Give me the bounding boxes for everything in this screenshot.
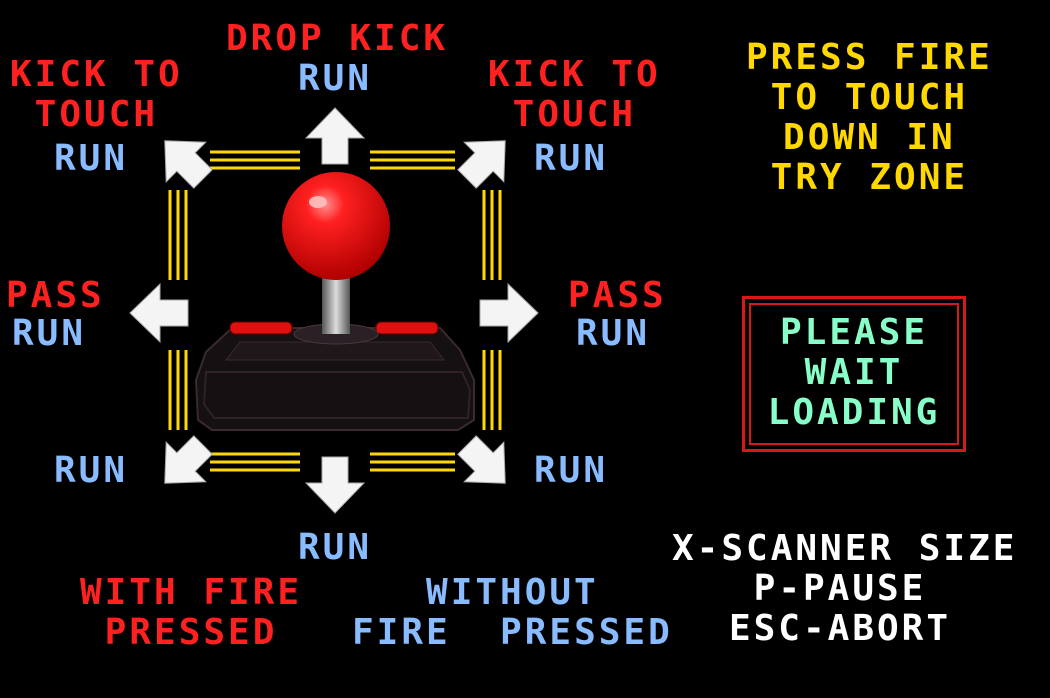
label-up-run: RUN [298,58,373,99]
label-down-run: RUN [298,527,373,568]
arrow-down-icon [304,456,366,514]
arrow-left-icon [129,282,189,344]
label-right-run: RUN [576,313,651,354]
label-left-fire: PASS [6,275,105,316]
loading-panel [742,296,966,452]
arrow-up-left-icon [164,140,213,189]
label-down-right-run: RUN [534,450,609,491]
arrow-down-right-icon [457,435,506,484]
key-help: X-SCANNER SIZE P-PAUSE ESC-ABORT [672,528,1018,649]
label-right-fire: PASS [568,275,667,316]
loading-status: PLEASE WAIT LOADING [767,312,941,433]
legend-without-fire: WITHOUT FIRE PRESSED [352,572,673,653]
label-down-left-run: RUN [54,450,129,491]
arrow-up-right-icon [457,140,506,189]
label-left-run: RUN [12,313,87,354]
touchdown-instructions: PRESS FIRE TO TOUCH DOWN IN TRY ZONE [746,37,993,198]
label-up-left-fire: KICK TO TOUCH [10,54,183,135]
label-up-left-run: RUN [54,138,129,179]
arrow-down-left-icon [164,435,213,484]
arrow-up-icon [304,107,366,165]
label-up-right-run: RUN [534,138,609,179]
label-up-right-fire: KICK TO TOUCH [488,54,661,135]
legend-with-fire: WITH FIRE PRESSED [80,572,303,653]
joystick-icon [194,172,475,431]
label-up-fire: DROP KICK [226,18,449,59]
arrow-right-icon [479,282,539,344]
